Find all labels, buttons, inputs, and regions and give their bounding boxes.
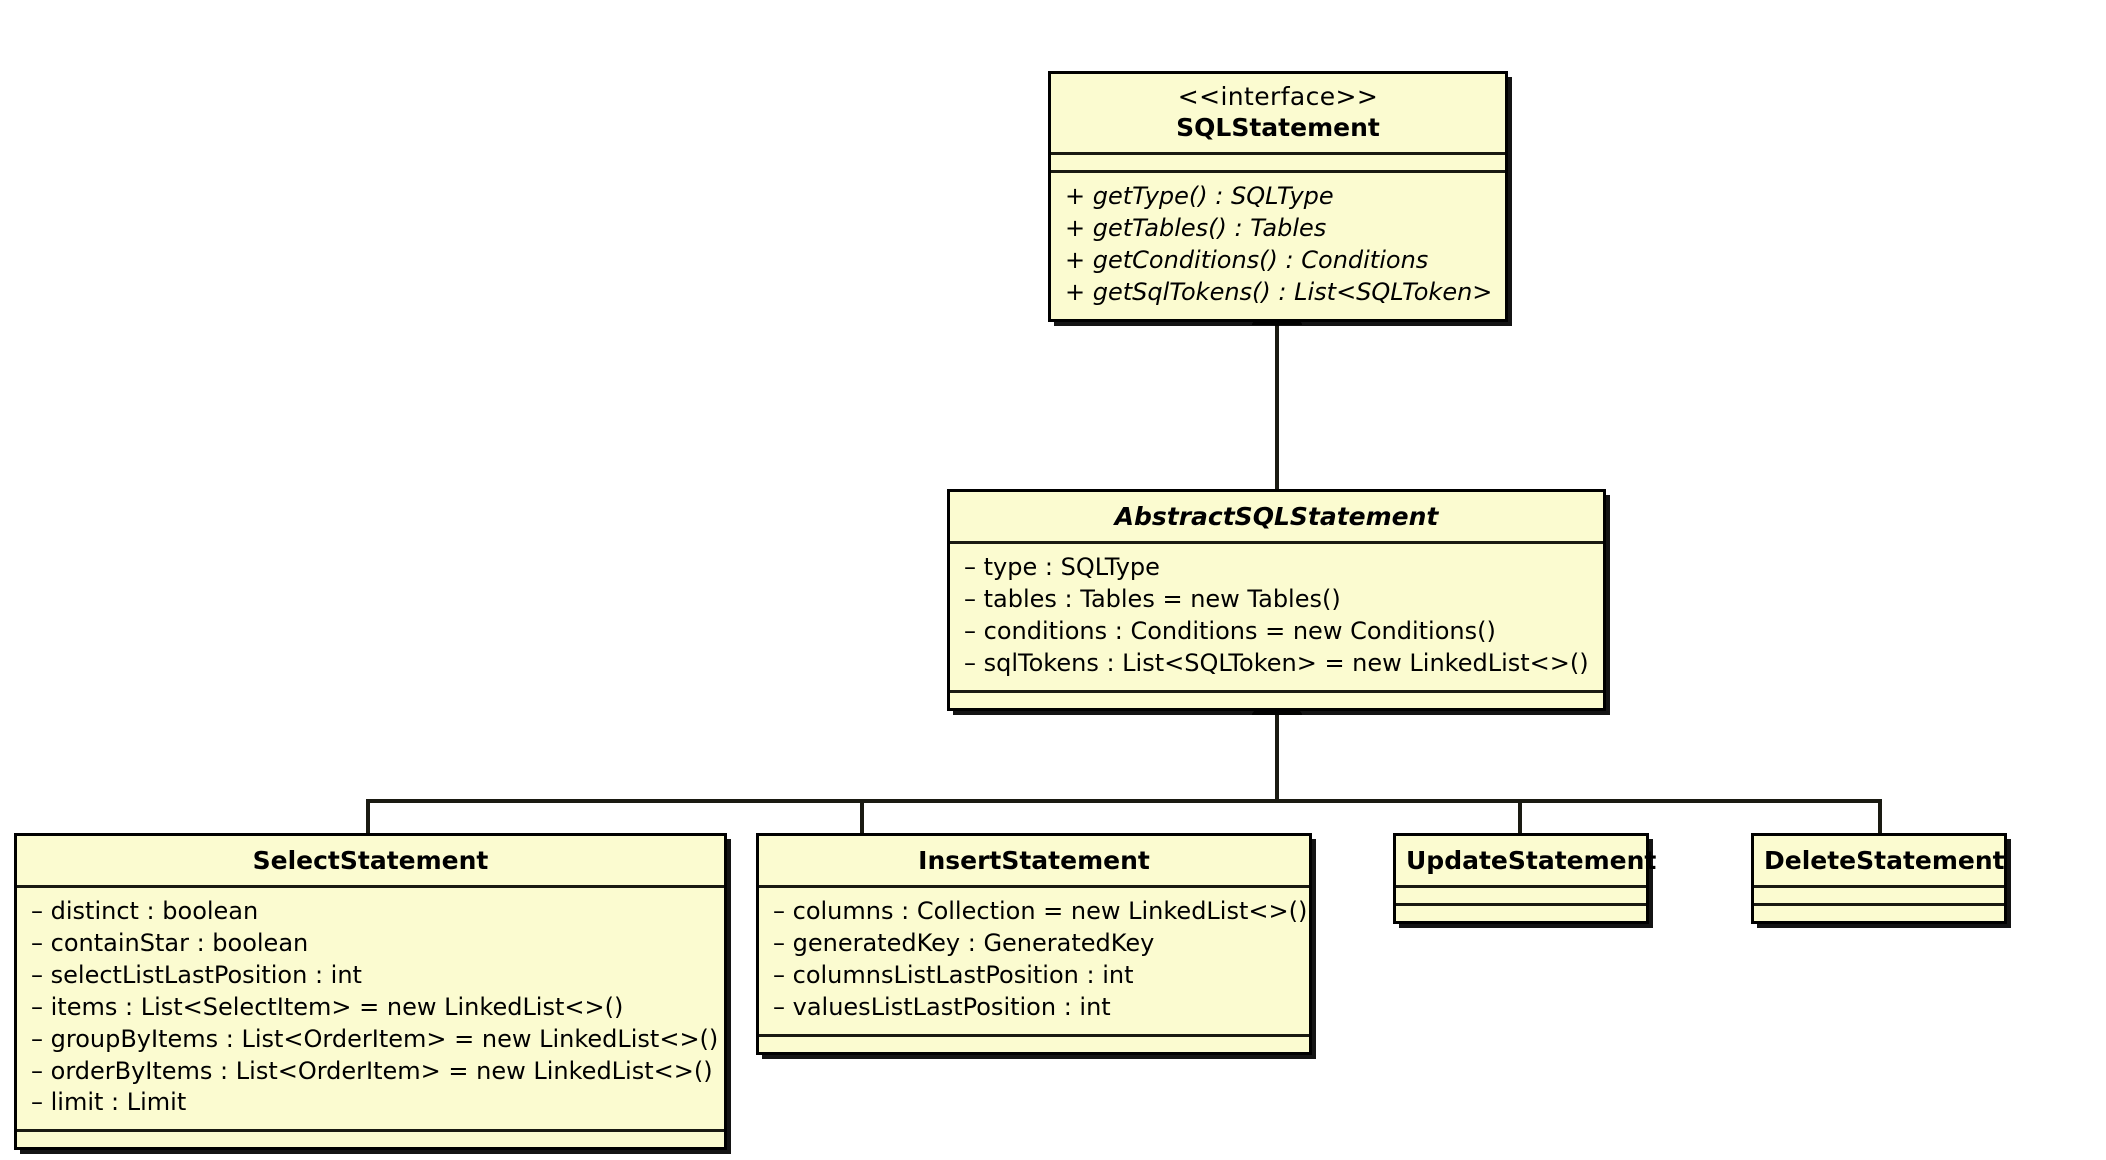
- class-name-label: DeleteStatement: [1764, 846, 2005, 875]
- edge-abstract-down-stem: [1275, 683, 1279, 803]
- edge-drop-update: [1518, 799, 1522, 835]
- class-box-sqlstatement[interactable]: <<interface>> SQLStatement + getType() :…: [1048, 71, 1508, 322]
- attributes-compartment-sqlstatement: [1051, 152, 1505, 170]
- edge-abstract-to-interface: [1275, 293, 1279, 493]
- attribute-item: – sqlTokens : List<SQLToken> = new Linke…: [964, 648, 1589, 677]
- attribute-item: – conditions : Conditions = new Conditio…: [964, 616, 1496, 645]
- methods-compartment-sqlstatement: + getType() : SQLType + getTables() : Ta…: [1051, 170, 1505, 319]
- methods-compartment-insertstatement: [759, 1033, 1309, 1052]
- class-box-selectstatement[interactable]: SelectStatement – distinct : boolean – c…: [14, 833, 727, 1151]
- class-header-insertstatement: InsertStatement: [759, 836, 1309, 885]
- class-box-insertstatement[interactable]: InsertStatement – columns : Collection =…: [756, 833, 1312, 1055]
- attribute-item: – containStar : boolean: [31, 928, 309, 957]
- method-item: + getType() : SQLType: [1065, 182, 1334, 210]
- attributes-compartment-abstractsqlstatement: – type : SQLType – tables : Tables = new…: [950, 541, 1603, 690]
- class-box-deletestatement[interactable]: DeleteStatement: [1751, 833, 2007, 924]
- class-header-deletestatement: DeleteStatement: [1754, 836, 2005, 885]
- attribute-item: – generatedKey : GeneratedKey: [773, 928, 1155, 957]
- edge-subclass-bus: [366, 799, 1882, 803]
- class-box-updatestatement[interactable]: UpdateStatement: [1393, 833, 1657, 924]
- attribute-item: – limit : Limit: [31, 1088, 187, 1117]
- class-header-abstractsqlstatement: AbstractSQLStatement: [950, 492, 1603, 541]
- class-header-updatestatement: UpdateStatement: [1396, 836, 1657, 885]
- class-name-label: UpdateStatement: [1406, 846, 1657, 875]
- class-name-label: InsertStatement: [918, 846, 1150, 875]
- class-name-label: AbstractSQLStatement: [1114, 502, 1439, 531]
- attribute-item: – columnsListLastPosition : int: [773, 960, 1134, 989]
- attribute-item: – groupByItems : List<OrderItem> = new L…: [31, 1024, 719, 1053]
- attribute-item: – items : List<SelectItem> = new LinkedL…: [31, 992, 624, 1021]
- class-name-label: SelectStatement: [252, 846, 489, 875]
- method-item: + getTables() : Tables: [1065, 213, 1327, 242]
- attribute-item: – columns : Collection = new LinkedList<…: [773, 897, 1308, 925]
- edge-drop-delete: [1878, 799, 1882, 835]
- attributes-compartment-insertstatement: – columns : Collection = new LinkedList<…: [759, 885, 1309, 1034]
- attribute-item: – distinct : boolean: [31, 897, 259, 925]
- class-header-selectstatement: SelectStatement: [17, 836, 724, 885]
- attributes-compartment-deletestatement: [1754, 885, 2004, 903]
- attribute-item: – tables : Tables = new Tables(): [964, 584, 1341, 613]
- methods-compartment-abstractsqlstatement: [950, 689, 1603, 708]
- attributes-compartment-selectstatement: – distinct : boolean – containStar : boo…: [17, 885, 724, 1129]
- edge-drop-insert: [860, 799, 864, 835]
- stereotype-label: <<interface>>: [1177, 82, 1379, 111]
- attribute-item: – selectListLastPosition : int: [31, 960, 362, 989]
- attribute-item: – type : SQLType: [964, 553, 1160, 581]
- attributes-compartment-updatestatement: [1396, 885, 1646, 903]
- class-header-sqlstatement: <<interface>> SQLStatement: [1051, 74, 1505, 152]
- class-box-abstractsqlstatement[interactable]: AbstractSQLStatement – type : SQLType – …: [947, 489, 1606, 711]
- method-item: + getConditions() : Conditions: [1065, 245, 1429, 274]
- edge-drop-select: [366, 799, 370, 835]
- methods-compartment-updatestatement: [1396, 903, 1646, 921]
- methods-compartment-deletestatement: [1754, 903, 2004, 921]
- class-name-label: SQLStatement: [1176, 113, 1380, 142]
- methods-compartment-selectstatement: [17, 1129, 724, 1147]
- attribute-item: – orderByItems : List<OrderItem> = new L…: [31, 1056, 713, 1085]
- attribute-item: – valuesListLastPosition : int: [773, 992, 1111, 1021]
- method-item: + getSqlTokens() : List<SQLToken>: [1065, 277, 1493, 306]
